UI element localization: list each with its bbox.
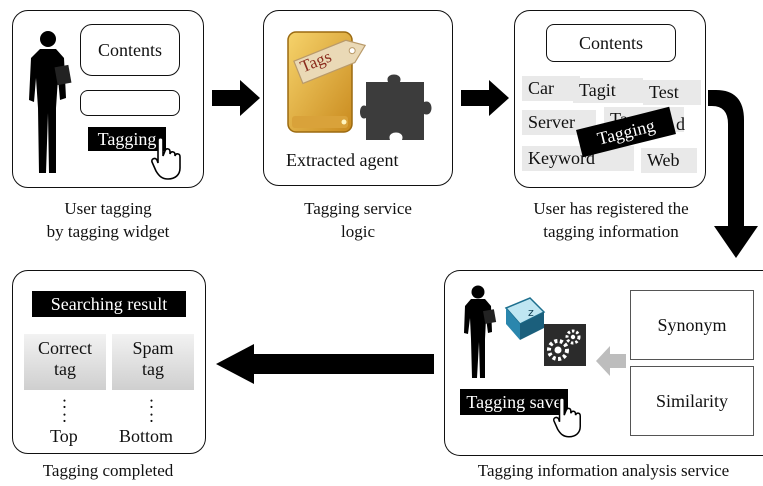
caption-panel2-line1: Tagging service <box>304 199 412 218</box>
caption-panel1: User tagging by tagging widget <box>12 197 204 243</box>
correct-dots-2: : <box>62 406 68 426</box>
similarity-box: Similarity <box>630 366 754 436</box>
correct-dots-1: : <box>62 392 68 412</box>
spam-dots-2: : <box>149 406 155 426</box>
caption-panel1-line2: by tagging widget <box>46 222 170 241</box>
correct-tag-line2: tag <box>54 359 76 379</box>
spam-tag-box: Spam tag <box>112 334 194 390</box>
person-holding-document-icon <box>29 31 72 173</box>
tag-chip-tagit: Tagit <box>573 78 643 103</box>
person-holding-document-icon <box>464 285 497 378</box>
hand-cursor-icon <box>151 136 181 180</box>
svg-text:z: z <box>528 306 534 319</box>
puzzle-piece-icon <box>360 74 432 140</box>
software-box-icon: z <box>504 297 546 340</box>
spam-dots-1: : <box>149 392 155 412</box>
caption-panel2-line2: logic <box>341 222 375 241</box>
tag-label-icon <box>293 39 367 85</box>
caption-panel5: Tagging completed <box>42 461 174 480</box>
arrow-bent-down <box>708 90 758 258</box>
extracted-agent-label: Extracted agent <box>286 150 399 170</box>
caption-panel1-line1: User tagging <box>64 199 152 218</box>
arrow-right-1 <box>212 80 260 116</box>
contents-box: Contents <box>80 24 180 76</box>
tag-chip-keyword: Keyword <box>522 146 634 171</box>
spam-tag-line1: Spam <box>132 338 174 358</box>
correct-tag-box: Correct tag <box>24 334 106 390</box>
arrow-right-2 <box>461 80 509 116</box>
caption-panel3-line1: User has registered the <box>533 199 689 218</box>
tagging-widget-button: Tagging <box>88 127 166 151</box>
searching-result-header: Searching result <box>32 291 186 317</box>
tagging-save-button: Tagging save <box>460 389 568 415</box>
tag-chip-car: Car <box>522 76 580 101</box>
caption-panel3: User has registered the tagging informat… <box>508 197 714 243</box>
caption-panel2: Tagging service logic <box>262 197 454 243</box>
contents-box: Contents <box>546 24 676 62</box>
hand-cursor-icon <box>552 397 581 438</box>
tag-chip-partial-d: d <box>676 114 685 134</box>
top-label: Top <box>50 426 78 446</box>
caption-panel3-line2: tagging information <box>543 222 679 241</box>
empty-input-box <box>80 90 180 116</box>
spam-tag-line2: tag <box>142 359 164 379</box>
arrow-left-gray <box>596 346 626 376</box>
synonym-box: Synonym <box>630 290 754 360</box>
caption-panel4: Tagging information analysis service <box>477 461 730 480</box>
correct-tag-line1: Correct <box>38 338 92 358</box>
tag-chip-test: Test <box>643 80 701 105</box>
bottom-label: Bottom <box>119 426 174 446</box>
tag-chip-web: Web <box>641 148 697 173</box>
arrow-left <box>216 344 434 384</box>
gears-icon <box>544 324 586 366</box>
